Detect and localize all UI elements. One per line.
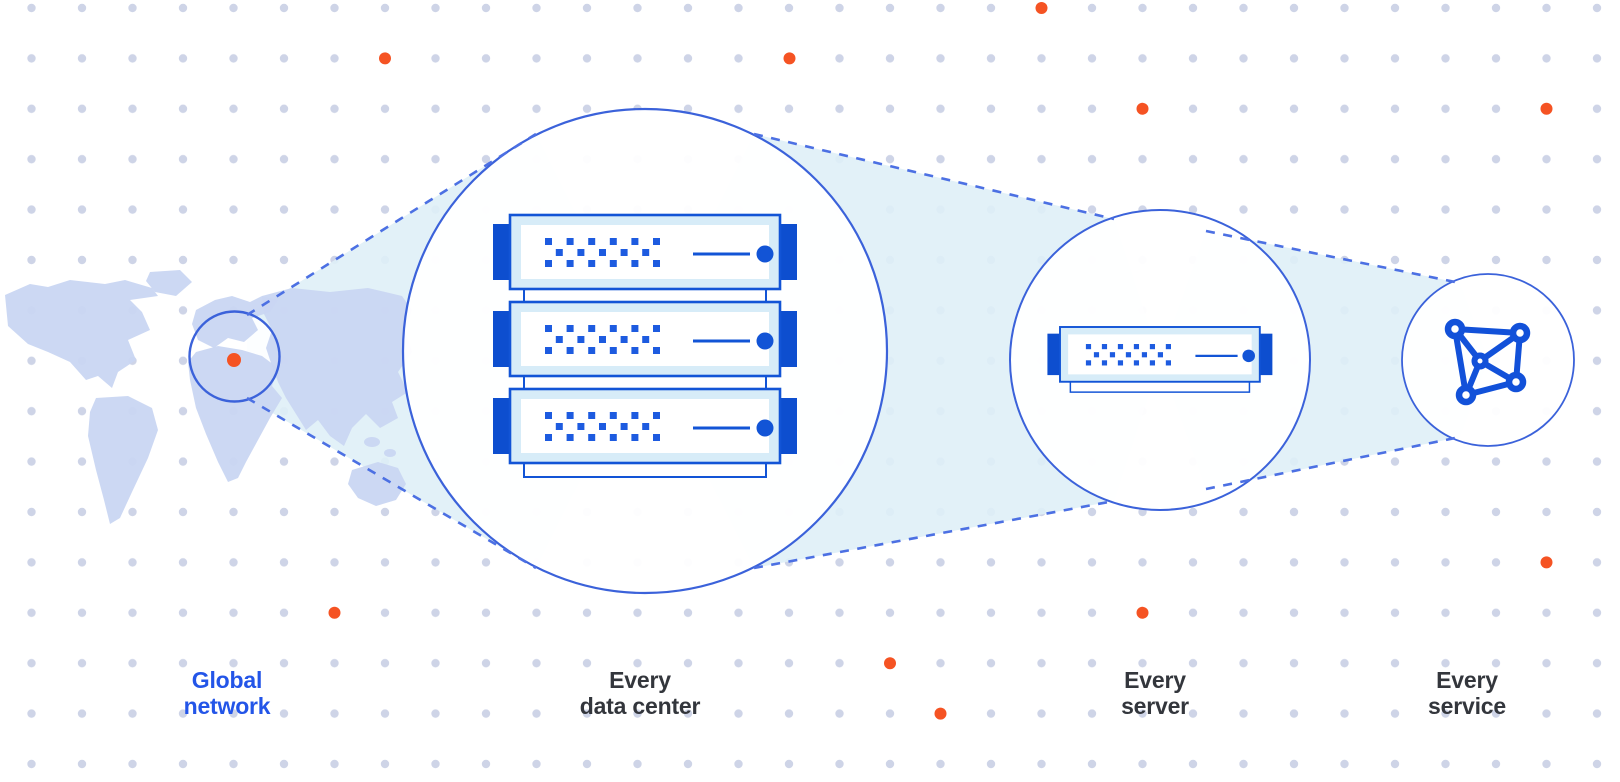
label-global-network: Global network — [184, 667, 271, 719]
network-mesh-icon — [1444, 318, 1531, 406]
mesh-node-top-right — [1509, 322, 1531, 344]
label-every-service: Every service — [1428, 667, 1506, 719]
island-southeast-asia-1 — [364, 437, 380, 447]
label-global-network-line2: network — [183, 693, 271, 719]
continent-asia — [262, 288, 412, 446]
dash-map-to-datacenter-bottom — [246, 396, 537, 570]
accent-dot — [328, 606, 341, 619]
island-southeast-asia-2 — [384, 449, 396, 457]
continent-north-america — [5, 280, 158, 388]
single-server-icon — [1047, 327, 1272, 392]
label-every-server-line2: server — [1121, 693, 1189, 719]
accent-dot — [379, 52, 391, 65]
mesh-node-bottom-left — [1455, 384, 1477, 406]
location-marker-dot — [227, 353, 241, 367]
mesh-node-center — [1471, 352, 1489, 370]
dash-datacenter-to-server-bottom — [753, 499, 1115, 570]
dash-server-to-service-bottom — [1205, 435, 1461, 491]
continent-africa — [188, 346, 282, 482]
label-every-server-line1: Every — [1124, 667, 1186, 693]
accent-dot — [884, 657, 896, 670]
accent-dot — [1136, 606, 1149, 619]
island-greenland — [146, 270, 192, 296]
label-every-data-center-line2: data center — [579, 693, 701, 719]
dash-map-to-datacenter-top — [246, 132, 537, 317]
label-every-data-center: Every data center — [580, 667, 701, 719]
continent-south-america — [88, 396, 158, 524]
label-global-network-line1: Global — [191, 667, 263, 693]
server-rack-stack-icon — [493, 215, 797, 477]
mesh-node-top-left — [1444, 318, 1466, 340]
accent-dot — [1035, 2, 1048, 14]
accent-dot — [1540, 556, 1553, 569]
global-network-circle — [188, 310, 281, 403]
label-every-data-center-line1: Every — [609, 667, 671, 693]
accent-orange-dots — [328, 2, 1553, 720]
continent-europe — [192, 296, 278, 348]
accent-dot — [783, 52, 796, 65]
world-map-icon — [5, 270, 412, 524]
accent-dot — [1136, 102, 1149, 115]
continent-australia — [348, 462, 406, 506]
label-every-service-line2: service — [1428, 693, 1506, 719]
mesh-node-bottom-right — [1505, 371, 1527, 393]
dash-server-to-service-top — [1205, 229, 1461, 285]
accent-dot — [1540, 102, 1553, 115]
label-every-server: Every server — [1121, 667, 1189, 719]
accent-dot — [934, 707, 947, 720]
zoom-dashed-lines — [246, 132, 1461, 570]
label-every-service-line1: Every — [1436, 667, 1498, 693]
